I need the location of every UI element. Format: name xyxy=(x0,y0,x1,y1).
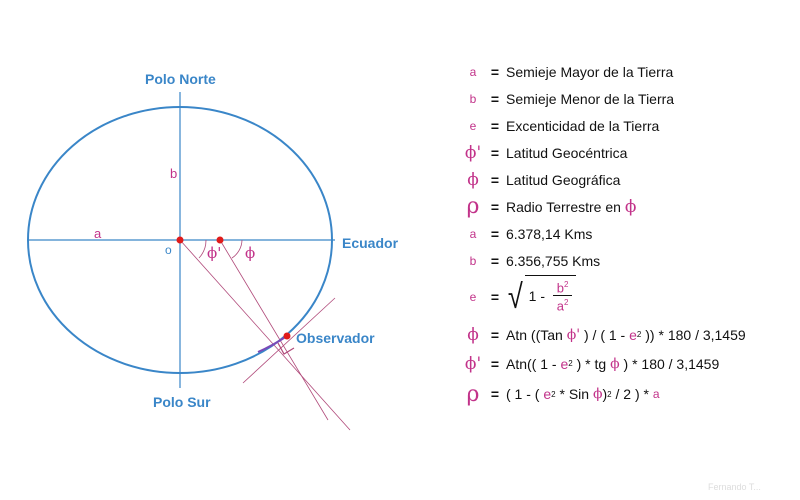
equator-label: Ecuador xyxy=(342,235,399,251)
legend-row: ϕ'=Latitud Geocéntrica xyxy=(462,139,792,166)
formula-text: / 2 ) * xyxy=(615,386,649,402)
formula-text: ) xyxy=(602,386,608,402)
legend-row: b=6.356,755 Kms xyxy=(462,247,792,274)
value: 6.378,14 Kms xyxy=(506,225,593,242)
exponent: 2 xyxy=(551,389,556,399)
phi-prime-angle-label: ϕ' xyxy=(207,244,222,262)
legend-row: ρ=Radio Terrestre en ϕ xyxy=(462,193,792,220)
symbol: ρ xyxy=(466,381,480,407)
e-symbol: e xyxy=(629,326,637,343)
definition: Semieje Mayor de la Tierra xyxy=(506,63,674,80)
angle-arc-phi xyxy=(231,239,243,259)
origin-label: o xyxy=(165,243,172,257)
legend-row: a=6.378,14 Kms xyxy=(462,220,792,247)
phi-symbol: ϕ xyxy=(624,196,637,217)
legend-row: e=Excenticidad de la Tierra xyxy=(462,112,792,139)
phi-symbol: ϕ xyxy=(610,355,620,372)
definition: Semieje Menor de la Tierra xyxy=(506,90,675,107)
formula-text: Atn(( 1 - xyxy=(506,355,557,372)
b-label: b xyxy=(170,166,178,181)
symbol: ρ xyxy=(466,194,480,219)
normal-line xyxy=(219,239,329,421)
symbol: e xyxy=(469,290,477,304)
watermark: Fernando T... xyxy=(708,482,761,492)
formula-text: )) * 180 / 3,1459 xyxy=(645,326,746,343)
e-symbol: e xyxy=(543,386,552,402)
legend-row: b=Semieje Menor de la Tierra xyxy=(462,85,792,112)
e-symbol: e xyxy=(560,355,569,372)
formula-text: ( 1 - ( xyxy=(506,386,540,402)
south-pole-label: Polo Sur xyxy=(153,394,211,410)
formula-e: e= √ 1 - b2 a2 xyxy=(462,274,792,320)
exponent: 2 xyxy=(568,359,573,368)
phi-symbol: ϕ xyxy=(592,386,603,402)
formula-text: * Sin xyxy=(559,386,590,402)
observer-point xyxy=(283,332,291,340)
legend: a=Semieje Mayor de la Tierra b=Semieje M… xyxy=(462,58,792,410)
definition: Latitud Geocéntrica xyxy=(506,144,628,161)
angle-arc-phi-prime xyxy=(198,239,207,259)
right-angle-marker xyxy=(277,342,295,355)
denominator: a xyxy=(556,298,565,314)
geocentric-line xyxy=(179,239,351,431)
exponent: 2 xyxy=(564,279,569,289)
symbol: e xyxy=(469,118,477,133)
definition: Latitud Geográfica xyxy=(506,171,621,188)
symbol: b xyxy=(469,253,477,268)
symbol: ϕ xyxy=(467,169,479,190)
a-label: a xyxy=(94,226,102,241)
symbol: ϕ' xyxy=(464,142,482,163)
value: 6.356,755 Kms xyxy=(506,252,601,269)
symbol: ϕ' xyxy=(464,353,482,374)
normal-origin-point xyxy=(216,236,224,244)
symbol: a xyxy=(469,226,477,241)
formula-text: Atn ((Tan xyxy=(506,326,563,343)
exponent: 2 xyxy=(564,298,569,307)
tangent-line xyxy=(242,297,336,384)
legend-row: a=Semieje Mayor de la Tierra xyxy=(462,58,792,85)
symbol: b xyxy=(469,91,477,106)
symbol: a xyxy=(469,64,477,79)
origin-point xyxy=(176,236,184,244)
numerator: b xyxy=(556,280,565,295)
formula-text: 1 - xyxy=(528,287,546,304)
definition: Radio Terrestre en xyxy=(506,198,621,215)
legend-row: ϕ=Latitud Geográfica xyxy=(462,166,792,193)
formula-text: ) * tg xyxy=(576,355,607,372)
exponent: 2 xyxy=(636,330,642,339)
formula-text: ) * 180 / 3,1459 xyxy=(623,355,720,372)
symbol: ϕ xyxy=(467,324,479,345)
north-pole-label: Polo Norte xyxy=(145,71,216,87)
observer-label: Observador xyxy=(296,330,375,346)
phi-angle-label: ϕ xyxy=(245,244,256,262)
sqrt-icon: √ xyxy=(507,277,523,316)
phi-prime-symbol: ϕ' xyxy=(566,326,581,343)
formula-text: ) / ( 1 - xyxy=(584,326,626,343)
a-symbol: a xyxy=(652,387,660,401)
exponent: 2 xyxy=(607,389,612,399)
definition: Excenticidad de la Tierra xyxy=(506,117,660,134)
